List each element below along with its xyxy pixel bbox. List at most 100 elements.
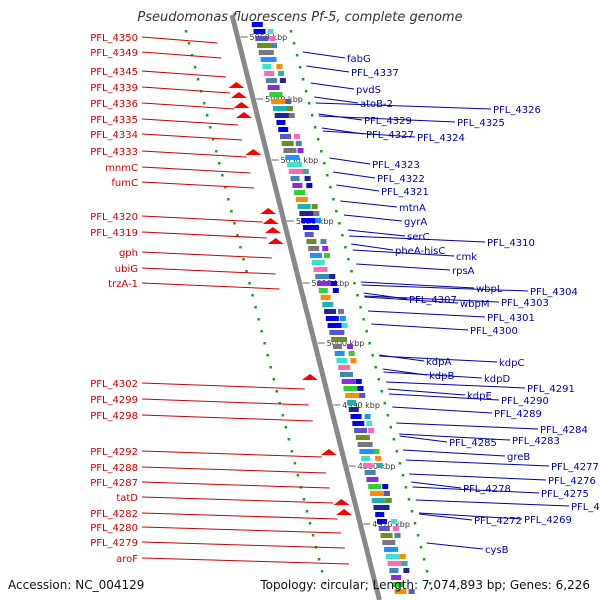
label-leader	[340, 200, 398, 208]
ring-dot	[233, 222, 236, 225]
plus-strand-gene	[352, 421, 365, 426]
label-leader	[141, 398, 309, 406]
label-leader	[141, 414, 313, 422]
label-leader	[361, 284, 529, 292]
gene-label: kdpA	[426, 357, 451, 368]
plus-strand-gene	[297, 204, 311, 209]
plus-strand-gene	[336, 358, 348, 363]
minus-strand-gene	[228, 82, 245, 88]
ring-dot	[266, 354, 269, 357]
ring-dot	[224, 186, 227, 189]
ring-dot	[326, 174, 329, 177]
ring-dot	[263, 342, 266, 345]
plus-strand-gene	[369, 491, 384, 496]
plus-strand-gene	[392, 526, 399, 531]
gene-label: PFL_4285	[449, 438, 497, 449]
label-leader	[399, 433, 511, 441]
plus-strand-gene	[382, 484, 389, 489]
plus-strand-gene	[394, 533, 401, 538]
minus-strand-gene	[245, 149, 262, 155]
label-leader	[141, 70, 227, 78]
gene-label: PFL_4277	[551, 462, 599, 473]
label-leader	[405, 459, 550, 467]
plus-strand-gene	[373, 505, 390, 510]
label-leader	[141, 267, 276, 275]
ring-dot	[316, 138, 320, 141]
label-leader	[141, 166, 251, 174]
ring-dot	[215, 150, 218, 153]
plus-strand-gene	[341, 323, 348, 328]
gene-label: PFL_4282	[90, 509, 138, 520]
plus-strand-gene	[384, 547, 399, 552]
plus-strand-gene	[276, 64, 283, 69]
gene-label: PFL_4292	[90, 447, 138, 458]
ring-dot	[230, 210, 233, 213]
plus-strand-gene	[271, 43, 278, 48]
ring-dot	[368, 342, 371, 345]
plus-strand-gene	[253, 29, 266, 34]
label-leader	[383, 371, 483, 379]
label-leader	[379, 355, 498, 363]
minus-strand-gene	[333, 499, 350, 505]
plus-strand-gene	[332, 344, 342, 349]
plus-strand-gene	[334, 351, 345, 356]
label-leader	[388, 393, 500, 401]
ring-dot	[292, 42, 296, 45]
plus-strand-gene	[271, 99, 286, 104]
plus-strand-gene	[392, 582, 404, 587]
ring-dot	[320, 570, 324, 573]
plus-strand-gene	[272, 106, 288, 111]
ring-dot	[281, 414, 285, 417]
label-leader	[351, 243, 394, 251]
ring-dot	[208, 126, 212, 129]
gene-label: PFL_4291	[527, 384, 575, 395]
plus-strand-gene	[408, 589, 415, 594]
label-leader	[409, 473, 547, 481]
plus-strand-gene	[311, 204, 318, 209]
plus-strand-gene	[347, 400, 357, 405]
gene-label: PFL_4310	[487, 238, 535, 249]
ring-dot	[296, 474, 300, 477]
minus-strand-gene	[336, 509, 352, 515]
plus-strand-gene	[264, 71, 275, 76]
ring-dot	[350, 270, 353, 273]
gene-label: PFL_4321	[381, 187, 429, 198]
ring-dot	[184, 30, 188, 33]
plus-strand-gene	[332, 288, 339, 293]
gene-label: fumC	[111, 178, 138, 189]
gene-label: PFL_4326	[493, 105, 541, 116]
gene-label: PFL_4337	[351, 68, 399, 79]
ring-dot	[307, 102, 311, 105]
label-leader	[141, 51, 222, 59]
label-leader	[399, 435, 448, 443]
label-leader	[141, 496, 334, 504]
gene-label: PFL_4284	[540, 425, 588, 436]
plus-strand-gene	[343, 386, 359, 391]
label-leader	[141, 282, 280, 290]
plus-strand-gene	[329, 274, 336, 279]
label-leader	[141, 102, 235, 110]
ring-dot	[356, 294, 359, 297]
plus-strand-gene	[269, 36, 276, 41]
gene-label: atoB-2	[360, 99, 393, 110]
left-gene-labels: PFL_4350PFL_4349PFL_4345PFL_4339PFL_4336…	[90, 33, 349, 565]
gene-label: gyrA	[404, 217, 427, 228]
plus-strand-gene	[383, 491, 390, 496]
plus-strand-gene	[281, 141, 294, 146]
label-leader	[141, 86, 231, 94]
ring-dot	[353, 282, 356, 285]
gene-label: PFL_4280	[90, 523, 138, 534]
minus-strand-gene	[230, 92, 247, 98]
gene-label: tatD	[116, 493, 138, 504]
plus-strand-gene	[283, 148, 297, 153]
gene-label: PFL_4339	[90, 83, 138, 94]
plus-strand-gene	[304, 232, 314, 237]
plus-strand-gene	[366, 421, 373, 426]
ring-dot	[392, 438, 396, 441]
label-leader	[371, 323, 469, 331]
ring-dot	[269, 366, 272, 369]
label-leader	[314, 96, 359, 104]
gene-label: mtnA	[399, 203, 426, 214]
plus-strand-gene	[359, 393, 366, 398]
ring-dot	[380, 390, 383, 393]
